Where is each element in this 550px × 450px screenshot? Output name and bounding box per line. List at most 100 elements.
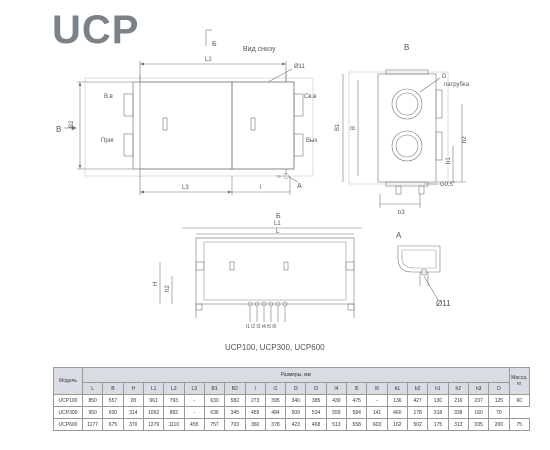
value-cell: 892 (163, 406, 185, 419)
view-v-body (377, 73, 437, 183)
value-cell: 475 (346, 394, 368, 407)
value-cell: 345 (224, 406, 246, 419)
value-cell: 216 (447, 394, 469, 407)
bottom-view-body (132, 81, 295, 170)
value-cell: 370 (122, 418, 144, 431)
view-b-marker: Б (212, 41, 217, 48)
nozzle-d-label: D (442, 74, 447, 80)
value-cell: 459 (244, 406, 266, 419)
value-cell: 793 (163, 394, 185, 407)
models-caption: UCP100, UCP300, UCP600 (225, 343, 325, 352)
value-cell: 455 (183, 418, 205, 431)
dim-l2-label: L2 (205, 57, 212, 63)
column-header: l3 (305, 382, 327, 395)
value-cell: 603 (366, 418, 388, 431)
value-cell: 850 (81, 394, 104, 407)
port-fresh-in: Св.в (304, 94, 316, 100)
value-cell: 630 (203, 394, 226, 407)
value-cell: 28 (122, 394, 144, 407)
model-header: Модель (53, 367, 83, 395)
column-header: h2 (447, 382, 469, 395)
dim-g05-label: G0,5" (440, 182, 455, 188)
value-cell: 502 (406, 418, 429, 431)
column-header: l6 (366, 382, 388, 395)
value-cell: 1110 (163, 418, 185, 431)
value-cell: - (366, 394, 388, 407)
value-cell: 468 (305, 418, 327, 431)
column-header: l5 (346, 382, 368, 395)
value-cell: 757 (203, 418, 226, 431)
detail-a-d11: Ø11 (436, 299, 451, 308)
column-header: L3 (183, 382, 205, 395)
value-cell: 75 (508, 418, 531, 431)
brand-title: UCP (52, 8, 140, 52)
value-cell: 484 (264, 406, 287, 419)
value-cell: 360 (244, 418, 266, 431)
table-header-row: Модель Размеры, мм Масса, кг (53, 367, 531, 395)
value-cell: 136 (386, 394, 409, 407)
value-cell: - (183, 406, 205, 419)
value-cell: 703 (224, 418, 246, 431)
value-cell: 313 (447, 418, 469, 431)
column-header: b2 (406, 382, 429, 395)
dim-l-label: l (260, 185, 261, 191)
value-cell: 70 (488, 406, 510, 419)
value-cell: 175 (427, 418, 449, 431)
value-cell: - (183, 394, 205, 407)
value-cell: 584 (346, 406, 368, 419)
dim-h-label: H (153, 282, 159, 286)
value-cell: 378 (264, 418, 287, 431)
detail-a-title: A (396, 231, 402, 240)
value-cell: 582 (224, 394, 246, 407)
value-cell: 141 (366, 406, 388, 419)
value-cell: 237 (467, 394, 490, 407)
value-cell: 385 (305, 394, 327, 407)
column-header: D (488, 382, 510, 395)
column-header: h3 (467, 382, 490, 395)
dim-l3-label: L3 (182, 185, 189, 191)
bottom-view-body-left (139, 81, 233, 170)
view-v-title: В (404, 43, 409, 52)
dim-h2-label: h2 (462, 136, 468, 143)
model-cell: UCP600 (53, 418, 83, 431)
value-cell: 60 (508, 394, 531, 407)
column-header: L (81, 382, 104, 395)
value-cell: 950 (81, 406, 104, 419)
value-cell: 534 (305, 406, 327, 419)
value-cell: 162 (386, 418, 409, 431)
value-cell: 961 (142, 394, 165, 407)
value-cell: 675 (102, 418, 124, 431)
value-cell: 513 (325, 418, 348, 431)
value-cell: 1279 (142, 418, 165, 431)
dim-l1-label: L1 (274, 221, 281, 227)
dim-b3-label: b3 (398, 210, 405, 216)
value-cell: 423 (285, 418, 307, 431)
dims-header: Размеры, мм (82, 367, 510, 383)
front-view-body (195, 237, 355, 305)
dim-b-label: B (351, 126, 357, 130)
technical-drawing: Б Вид снизу L2 B2 L3 l Ø11 TP A В В.в Пр… (56, 29, 470, 330)
port-exhaust-in: В.в (104, 94, 113, 100)
model-cell: UCP100 (53, 394, 83, 407)
value-cell: 200 (488, 418, 510, 431)
value-cell: 509 (285, 406, 307, 419)
value-cell: 430 (325, 394, 348, 407)
dim-h1-label: h1 (446, 157, 452, 164)
value-cell: 125 (488, 394, 510, 407)
dim-h2-front-label: h2 (165, 285, 171, 292)
column-header: l (244, 382, 266, 395)
value-cell: 395 (264, 394, 287, 407)
value-cell: 318 (427, 406, 449, 419)
value-cell: 314 (122, 406, 144, 419)
bottom-view-title: Вид снизу (243, 46, 276, 53)
tp-label: TP (276, 174, 281, 179)
value-cell: 600 (102, 406, 124, 419)
dim-l-front-label: L (276, 229, 280, 235)
value-cell: 338 (447, 406, 469, 419)
port-exhaust-out: Вых (306, 138, 317, 144)
port-supply-in: Приг (101, 138, 115, 144)
